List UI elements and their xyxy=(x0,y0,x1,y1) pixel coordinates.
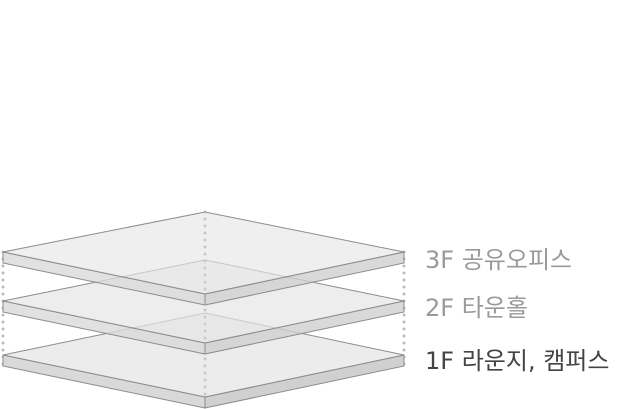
vertical-guides xyxy=(1,210,406,402)
floor-3-slab-top xyxy=(2,211,405,295)
floor-2-label: 2F 타운홀 xyxy=(425,294,528,322)
floor-3-label: 3F 공유오피스 xyxy=(425,246,572,274)
floor-1-label: 1F 라운지, 캠퍼스 xyxy=(425,347,609,375)
floor-1-slab xyxy=(2,312,405,409)
floor-3-slab xyxy=(2,211,405,306)
